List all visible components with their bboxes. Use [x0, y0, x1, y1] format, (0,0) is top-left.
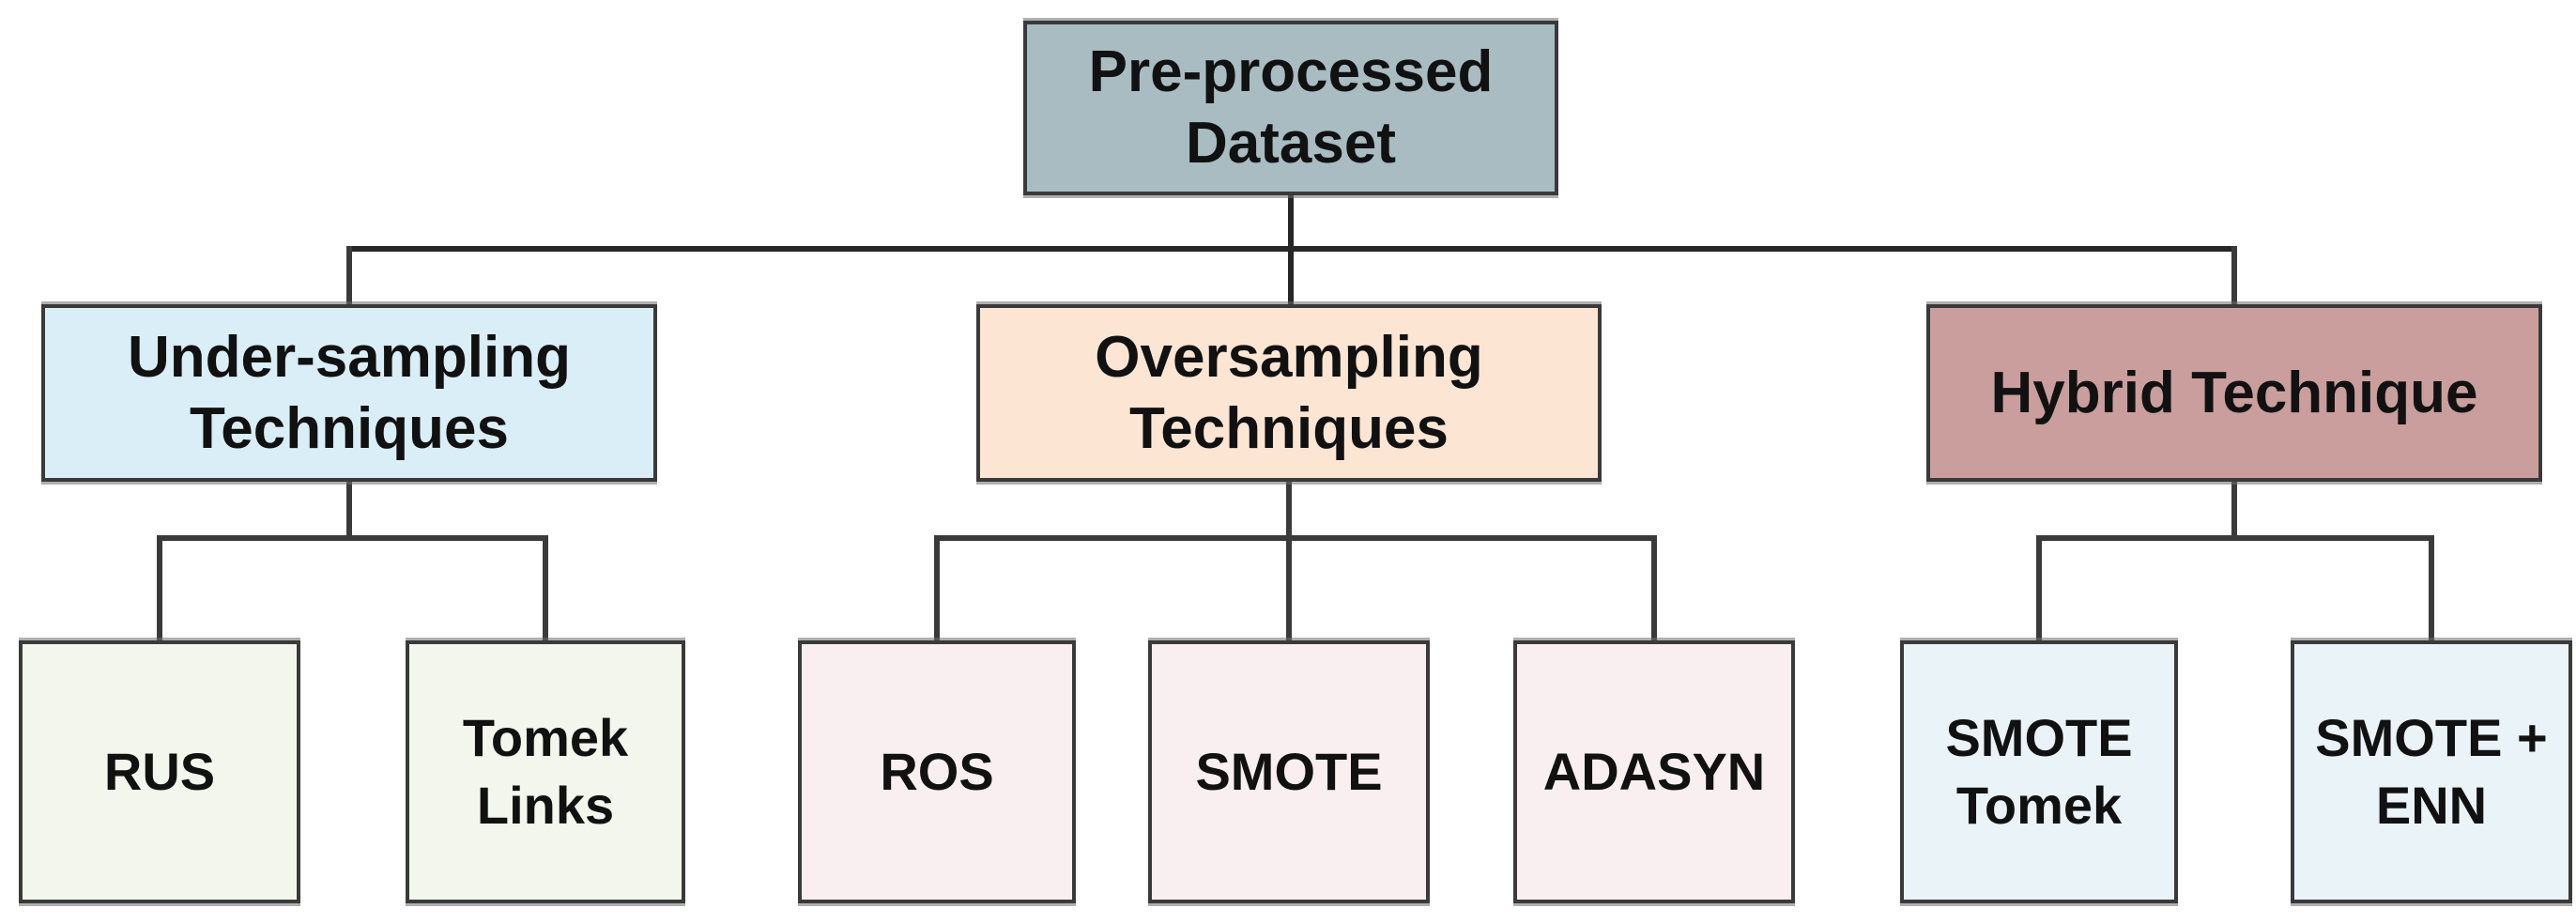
node-label: SMOTE + ENN	[2315, 708, 2548, 835]
node-label: Under-sampling Techniques	[128, 324, 571, 461]
node-undersampling-techniques: Under-sampling Techniques	[41, 304, 657, 482]
node-label: SMOTE	[1195, 742, 1383, 802]
node-tomek-links: Tomek Links	[406, 640, 685, 903]
node-rus: RUS	[19, 640, 300, 903]
connector-hybrid-vertical	[2231, 482, 2237, 538]
node-label: SMOTE Tomek	[1945, 708, 2133, 835]
connector-drop-smote-tomek	[2036, 535, 2042, 640]
connector-drop-smote	[1286, 535, 1292, 640]
connector-trunk-drop-right	[2231, 246, 2237, 304]
connector-undersampling-vertical	[346, 482, 352, 538]
node-label: ROS	[880, 742, 994, 802]
connector-drop-smote-enn	[2429, 535, 2434, 640]
connector-undersampling-horizontal	[157, 535, 548, 541]
node-oversampling-techniques: Oversampling Techniques	[976, 304, 1602, 482]
connector-drop-tomek-links	[543, 535, 548, 640]
connector-drop-ros	[934, 535, 940, 640]
node-hybrid-technique: Hybrid Technique	[1926, 304, 2542, 482]
node-label: RUS	[103, 742, 216, 802]
node-label: ADASYN	[1542, 742, 1766, 802]
node-smote: SMOTE	[1148, 640, 1430, 903]
connector-trunk-horizontal	[346, 246, 2237, 252]
node-adasyn: ADASYN	[1513, 640, 1795, 903]
connector-oversampling-horizontal	[934, 535, 1657, 541]
node-ros: ROS	[798, 640, 1076, 903]
node-label: Oversampling Techniques	[1095, 324, 1483, 461]
connector-oversampling-vertical	[1286, 482, 1292, 538]
node-preprocessed-dataset: Pre-processed Dataset	[1023, 21, 1558, 195]
node-label: Tomek Links	[462, 708, 629, 835]
connector-hybrid-horizontal	[2036, 535, 2434, 541]
node-label: Pre-processed Dataset	[1088, 39, 1494, 176]
node-smote-enn: SMOTE + ENN	[2291, 640, 2572, 903]
connector-trunk-drop-left	[346, 246, 352, 304]
node-smote-tomek: SMOTE Tomek	[1900, 640, 2178, 903]
node-label: Hybrid Technique	[1990, 360, 2478, 425]
connector-drop-rus	[157, 535, 162, 640]
connector-drop-adasyn	[1651, 535, 1657, 640]
